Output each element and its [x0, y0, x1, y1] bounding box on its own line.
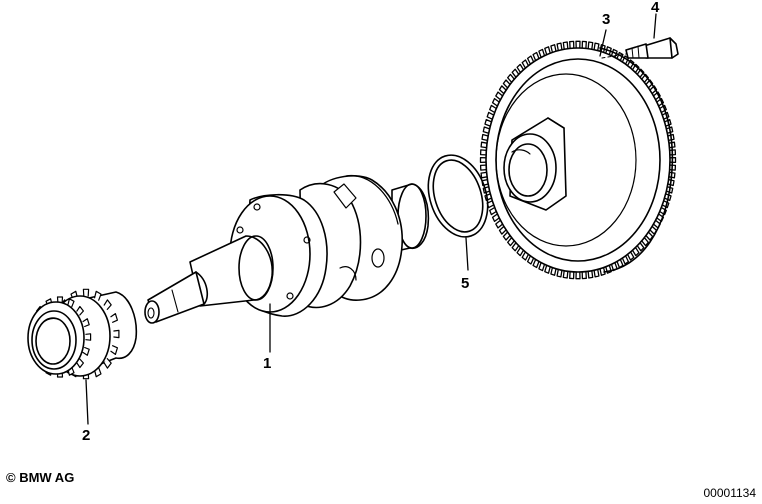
diagram-number: 00001134 [703, 486, 757, 500]
callout-1: 1 [263, 355, 272, 372]
leader-3 [599, 29, 607, 57]
copyright-label: © BMW AG [6, 470, 75, 485]
leader-4 [653, 13, 657, 39]
timing-sprocket [27, 288, 138, 380]
callout-3: 3 [602, 11, 611, 28]
bolt [601, 37, 679, 59]
crankshaft [144, 174, 430, 324]
leader-5 [465, 237, 469, 271]
flywheel-ring-gear [479, 40, 677, 280]
leader-2 [85, 379, 89, 425]
callout-2: 2 [82, 427, 91, 444]
leader-lines [85, 13, 657, 425]
o-ring-seal [427, 154, 489, 238]
callout-5: 5 [461, 275, 470, 292]
callout-4: 4 [651, 0, 660, 16]
